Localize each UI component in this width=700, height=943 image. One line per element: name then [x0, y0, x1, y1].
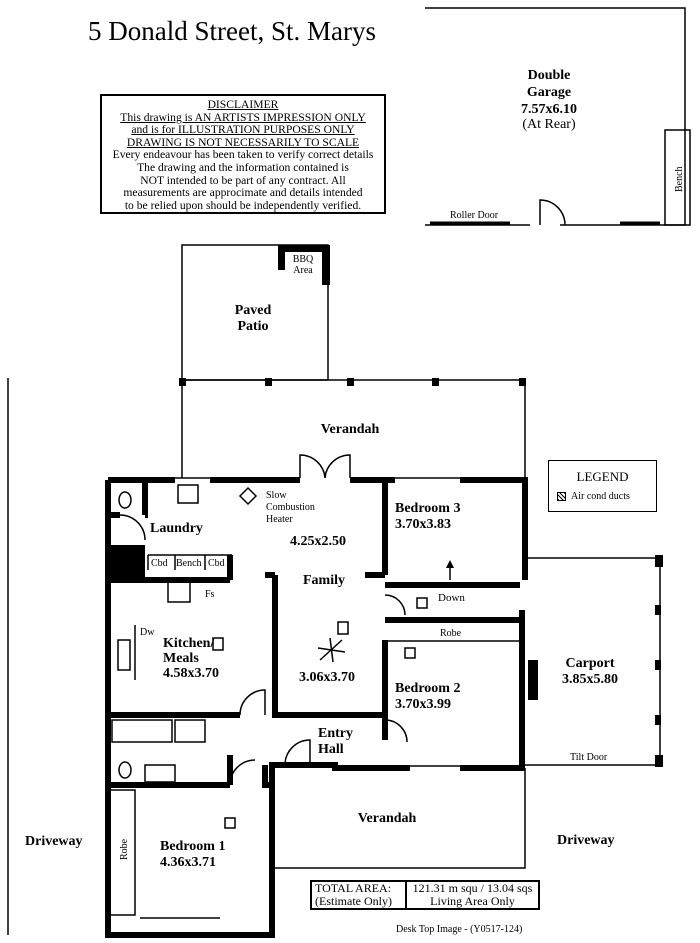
- disclaimer-line: NOT intended to be part of any contract.…: [140, 173, 346, 187]
- cupboard-label: Cbd: [151, 558, 168, 569]
- disclaimer-line: The drawing and the information containe…: [137, 160, 349, 174]
- heater-label: Combustion: [266, 502, 315, 513]
- total-area-label: TOTAL AREA: (Estimate Only): [312, 882, 407, 908]
- legend-item: Air cond ducts: [557, 491, 656, 502]
- family-size: 3.06x3.70: [299, 670, 355, 685]
- page-title: 5 Donald Street, St. Marys: [88, 16, 376, 46]
- disclaimer-line: DRAWING IS NOT NECESSARILY TO SCALE: [126, 135, 360, 149]
- house-walls: [105, 454, 528, 938]
- bench-label: Bench: [176, 558, 202, 569]
- verandah-label: Verandah: [321, 422, 380, 437]
- verandah-label: Verandah: [358, 811, 417, 826]
- fridge-space-label: Fs: [205, 589, 215, 600]
- disclaimer-heading: DISCLAIMER: [207, 98, 279, 111]
- verandah-bottom: Verandah: [271, 768, 526, 869]
- entry-hall-label: Hall: [318, 742, 344, 757]
- disclaimer-line: measurements are approcimate and details…: [123, 186, 363, 200]
- heater-label: Heater: [266, 514, 293, 525]
- legend-title: LEGEND: [576, 469, 629, 484]
- bedroom-3-label: Bedroom 3: [395, 501, 460, 516]
- bbq-label: Area: [293, 265, 313, 276]
- legend: LEGEND Air cond ducts: [548, 460, 657, 512]
- garage-label: Garage: [527, 85, 571, 100]
- laundry-label: Laundry: [150, 521, 203, 536]
- roller-door-label: Roller Door: [450, 210, 499, 221]
- down-label: Down: [438, 592, 465, 604]
- driveway-label: Driveway: [557, 833, 615, 848]
- air-cond-ducts: [212, 597, 428, 829]
- heater-label: Slow: [266, 490, 287, 501]
- total-area-value-line: Living Area Only: [430, 894, 515, 908]
- bedroom-3-size: 3.70x3.83: [395, 517, 451, 532]
- garage-note: (At Rear): [522, 117, 576, 132]
- disclaimer-line: This drawing is AN ARTISTS IMPRESSION ON…: [120, 110, 366, 124]
- room-labels: Laundry Cbd Bench Cbd Slow Combustion He…: [25, 490, 615, 870]
- bedroom-2-size: 3.70x3.99: [395, 697, 451, 712]
- carport-size: 3.85x5.80: [562, 672, 618, 687]
- disclaimer-line: and is for ILLUSTRATION PURPOSES ONLY: [131, 123, 355, 137]
- tilt-door-label: Tilt Door: [570, 752, 608, 763]
- bench-label: Bench: [674, 166, 685, 192]
- carport: Carport 3.85x5.80 Tilt Door: [525, 555, 663, 767]
- bedroom-1-label: Bedroom 1: [160, 839, 225, 854]
- robe-label: Robe: [119, 838, 130, 860]
- garage: Double Garage 7.57x6.10 (At Rear) Roller…: [425, 7, 691, 226]
- bedroom-1-size: 4.36x3.71: [160, 855, 216, 870]
- bedroom-2-label: Bedroom 2: [395, 681, 460, 696]
- verandah-top: Verandah: [179, 378, 526, 478]
- dishwasher-label: Dw: [140, 627, 155, 638]
- garage-size: 7.57x6.10: [521, 102, 577, 117]
- entry-hall-label: Entry: [318, 726, 353, 741]
- patio-label: Paved: [235, 303, 272, 318]
- disclaimer-line: Every endeavour has been taken to verify…: [112, 148, 374, 162]
- disclaimer-box: DISCLAIMER This drawing is AN ARTISTS IM…: [100, 94, 386, 214]
- legend-item-label: Air cond ducts: [571, 491, 630, 502]
- image-credit: Desk Top Image - (Y0517-124): [396, 924, 523, 935]
- kitchen-size: 4.58x3.70: [163, 666, 219, 681]
- total-area-label-line: (Estimate Only): [315, 894, 392, 908]
- robe-label: Robe: [440, 628, 462, 639]
- total-area-box: TOTAL AREA: (Estimate Only) 121.31 m squ…: [310, 880, 540, 910]
- total-area-value: 121.31 m squ / 13.04 sqs Living Area Onl…: [407, 882, 538, 908]
- living-size: 4.25x2.50: [290, 534, 346, 549]
- disclaimer-line: to be relied upon should be independentl…: [124, 198, 362, 212]
- bbq-label: BBQ: [293, 254, 314, 265]
- kitchen-label: Meals: [163, 651, 199, 666]
- driveway-label: Driveway: [25, 834, 83, 849]
- patio-label: Patio: [237, 319, 268, 334]
- garage-label: Double: [528, 68, 571, 83]
- cupboard-label: Cbd: [208, 558, 225, 569]
- patio: BBQ Area Paved Patio: [181, 244, 330, 381]
- total-area-label-line: TOTAL AREA:: [315, 881, 392, 895]
- air-duct-icon: [557, 492, 566, 501]
- carport-label: Carport: [566, 656, 615, 671]
- family-label: Family: [303, 573, 345, 588]
- total-area-value-line: 121.31 m squ / 13.04 sqs: [412, 881, 533, 895]
- kitchen-label: Kitchen/: [163, 636, 215, 651]
